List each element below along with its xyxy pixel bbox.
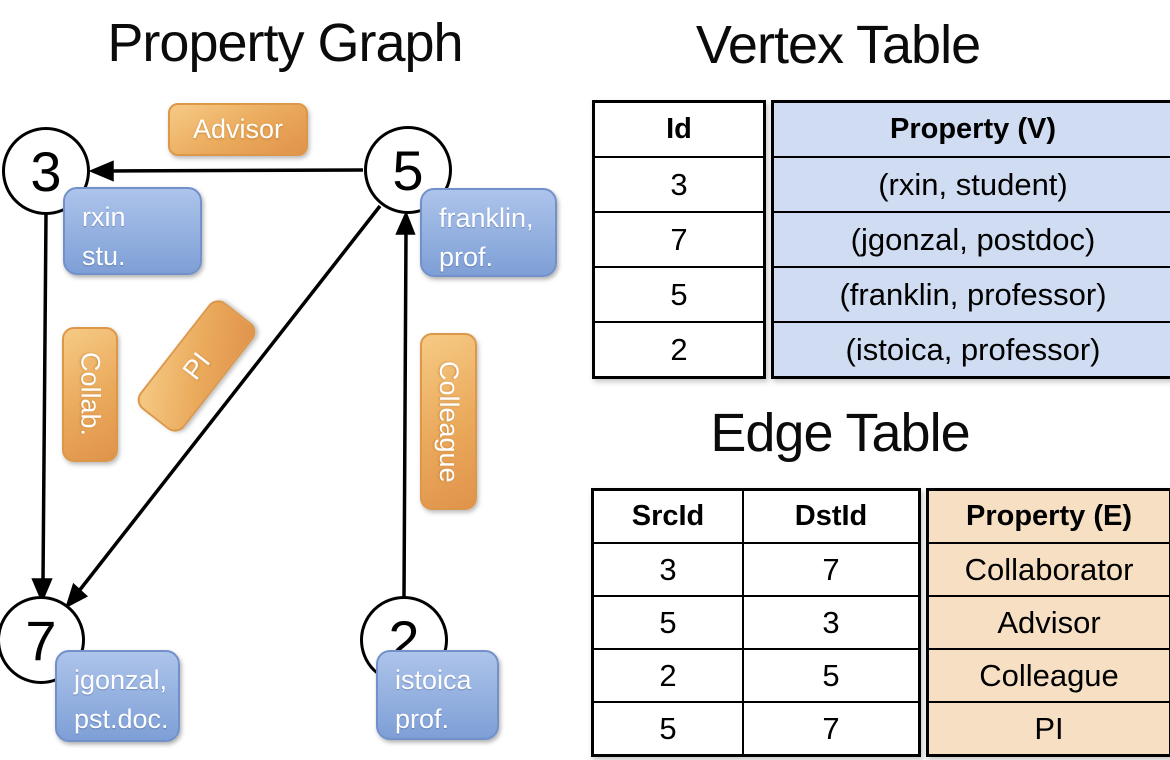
edge-row-dstid: 5 [744, 648, 918, 701]
node-7-property-line2: pst.doc. [74, 704, 169, 735]
node-3-property-line2: stu. [82, 241, 126, 272]
edge-row-property: Colleague [929, 648, 1169, 701]
node-5-property-line1: franklin, [439, 203, 534, 233]
vertex-row-id: 5 [595, 266, 763, 321]
node-7-property-label: jgonzal, pst.doc. [55, 650, 180, 742]
edge-row-dstid: 7 [744, 701, 918, 754]
edge-row-dstid: 3 [744, 595, 918, 648]
edge-table-property-column: Property (E) Collaborator Advisor Collea… [926, 488, 1170, 757]
vertex-table: Id 3 7 5 2 Property (V) (rxin, student) … [592, 100, 1170, 379]
node-2-property-label: istoica prof. [376, 650, 499, 740]
edge-row-dstid: 7 [744, 542, 918, 595]
vertex-row-id: 7 [595, 211, 763, 266]
node-5-id: 5 [392, 138, 424, 202]
edge-row-srcid: 2 [594, 648, 742, 701]
edge-table: SrcId 3 5 2 5 DstId 7 3 5 7 Property (E)… [591, 488, 1170, 757]
edge-row-property: Advisor [929, 595, 1169, 648]
node-3-property-line1: rxin [82, 202, 126, 232]
node-3-id: 3 [30, 139, 62, 203]
node-5-property-label: franklin, prof. [420, 188, 557, 277]
vertex-table-id-column: Id 3 7 5 2 [592, 100, 766, 379]
edge-label-collab: Collab. [62, 327, 118, 462]
edge-label-advisor: Advisor [168, 103, 308, 156]
edge-colleague-arrowhead [395, 210, 416, 235]
edge-colleague-2-5 [402, 231, 408, 598]
edge-collab-3-7 [41, 213, 48, 583]
vertex-table-id-header: Id [666, 113, 692, 145]
vertex-row-property: (rxin, student) [774, 156, 1170, 211]
edge-table-dstid-header: DstId [794, 500, 868, 532]
edge-pi-arrowhead [65, 582, 89, 609]
vertex-table-property-column: Property (V) (rxin, student) (jgonzal, p… [771, 100, 1170, 379]
edge-table-srcid-column: SrcId 3 5 2 5 [594, 491, 744, 754]
node-7-id: 7 [25, 608, 57, 672]
edge-row-property: Collaborator [929, 542, 1169, 595]
edge-pi-5-7 [77, 204, 382, 593]
vertex-table-title: Vertex Table [695, 15, 981, 75]
vertex-row-property: (istoica, professor) [774, 321, 1170, 376]
vertex-row-property: (franklin, professor) [774, 266, 1170, 321]
edge-label-colleague: Colleague [420, 333, 477, 510]
vertex-row-property: (jgonzal, postdoc) [774, 211, 1170, 266]
edge-collab-arrowhead [31, 578, 53, 604]
edge-label-collab-text: Collab. [75, 352, 106, 437]
edge-row-property: PI [929, 701, 1169, 754]
edge-table-dstid-column: DstId 7 3 5 7 [744, 491, 918, 754]
node-2-property-line2: prof. [395, 704, 450, 735]
edge-label-advisor-text: Advisor [192, 114, 284, 144]
vertex-row-id: 2 [595, 321, 763, 376]
edge-table-title: Edge Table [710, 403, 970, 463]
graph-edges-layer [31, 160, 416, 609]
node-2-property-line1: istoica [395, 665, 472, 695]
edge-label-colleague-text: Colleague [434, 360, 464, 483]
edge-label-pi-text: PI [176, 346, 216, 385]
edge-row-srcid: 5 [594, 595, 742, 648]
node-7-property-line1: jgonzal, [74, 665, 168, 695]
vertex-table-property-header: Property (V) [890, 113, 1056, 145]
node-3-property-label: rxin stu. [63, 187, 202, 275]
edge-advisor-5-3 [107, 168, 364, 173]
edge-row-srcid: 5 [594, 701, 742, 754]
edge-table-ids-columns: SrcId 3 5 2 5 DstId 7 3 5 7 [591, 488, 921, 757]
vertex-row-id: 3 [595, 156, 763, 211]
edge-advisor-arrowhead [88, 160, 114, 182]
edge-table-property-header: Property (E) [966, 500, 1132, 532]
property-graph-title: Property Graph [107, 13, 463, 73]
node-5-property-line2: prof. [439, 242, 494, 273]
edge-table-srcid-header: SrcId [631, 500, 705, 532]
edge-row-srcid: 3 [594, 542, 742, 595]
